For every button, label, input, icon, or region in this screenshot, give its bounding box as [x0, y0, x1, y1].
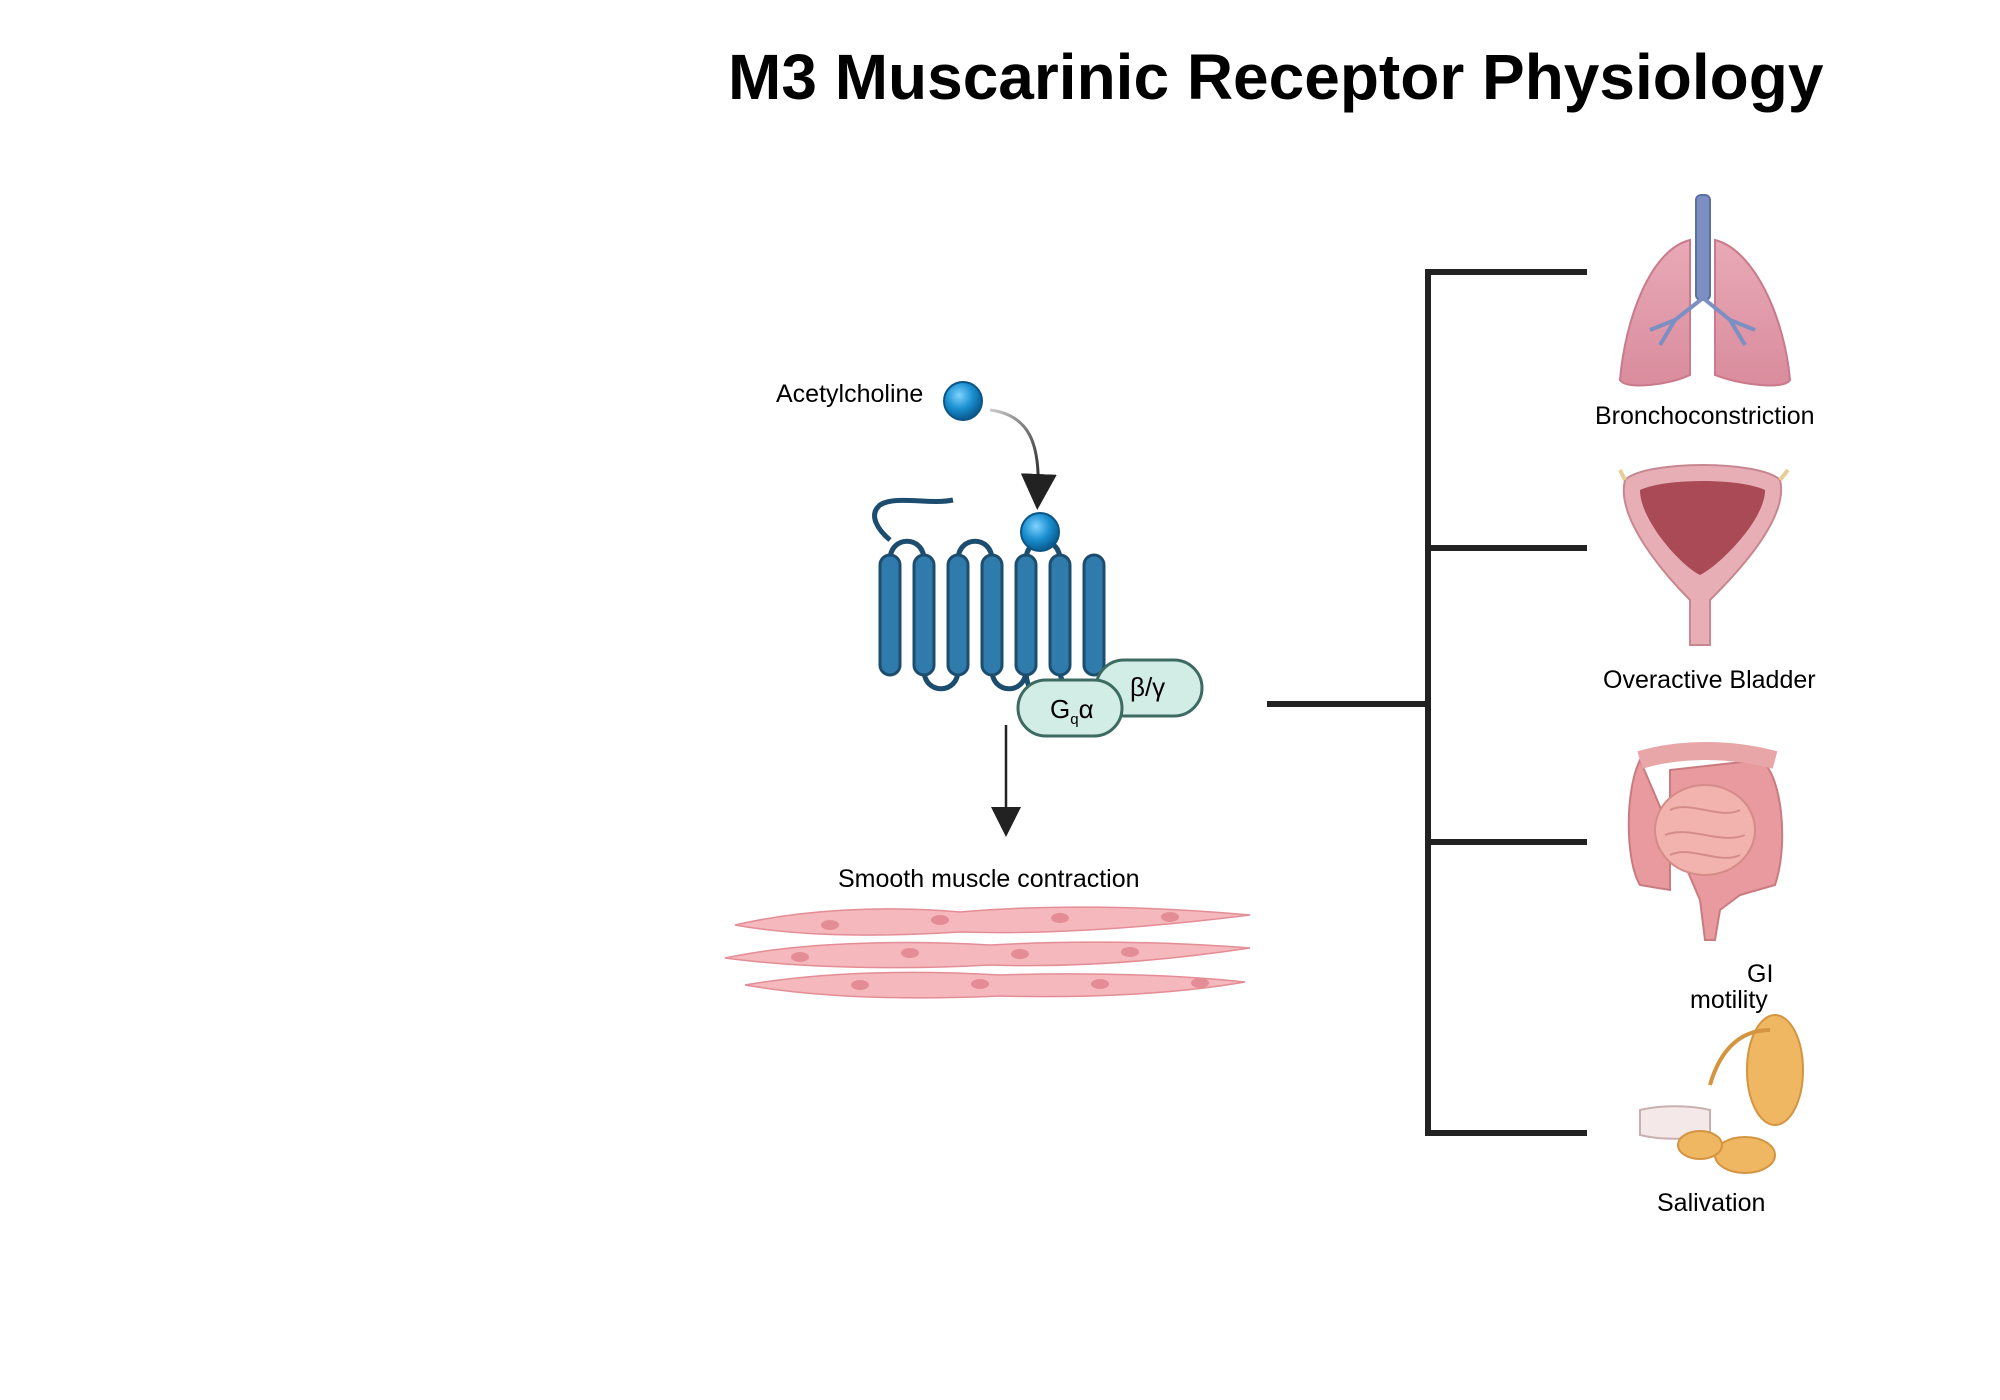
acetylcholine-label: Acetylcholine	[776, 380, 924, 408]
page-title: M3 Muscarinic Receptor Physiology	[728, 41, 1824, 113]
g-betagamma-label: β/γ	[1130, 672, 1166, 702]
intestines-icon	[1627, 742, 1784, 941]
outcome-label-gi-line1: GI	[1747, 960, 1774, 988]
g-alpha-suffix: α	[1078, 694, 1094, 724]
outcome-label-bronchoconstriction: Bronchoconstriction	[1595, 402, 1815, 430]
outcome-label-overactive-bladder: Overactive Bladder	[1603, 666, 1816, 694]
bracket-connector	[1267, 269, 1587, 1136]
acetylcholine-icon	[943, 381, 983, 421]
m3-receptor-icon	[872, 497, 1106, 703]
bladder-icon	[1618, 464, 1790, 646]
binding-arrow	[989, 408, 1057, 510]
salivary-gland-icon	[1639, 1014, 1804, 1174]
outcome-label-salivation: Salivation	[1657, 1189, 1766, 1217]
g-alpha-main: G	[1050, 694, 1071, 724]
g-protein-icon	[1016, 658, 1204, 738]
lungs-icon	[1618, 194, 1792, 387]
g-alpha-sub: q	[1070, 711, 1079, 729]
outcome-label-gi-line2: motility	[1690, 986, 1768, 1014]
g-alpha-label: Gqα	[1050, 694, 1094, 728]
smooth-muscle-icon	[724, 906, 1251, 999]
smooth-muscle-label: Smooth muscle contraction	[838, 865, 1140, 893]
